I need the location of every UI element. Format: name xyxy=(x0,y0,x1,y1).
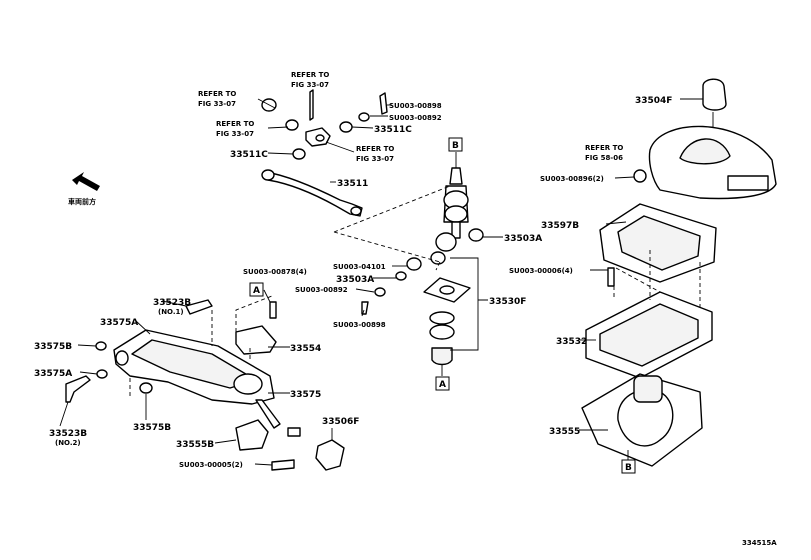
part-label-33575B-a: 33575B xyxy=(34,342,72,352)
ref-note-4-line2: FIG 33-07 xyxy=(356,155,394,163)
shift-lever xyxy=(361,167,484,366)
ref-note-1-line1: REFER TO xyxy=(198,90,236,98)
marker-a-center: A xyxy=(439,380,446,390)
marker-b-bottom: B xyxy=(625,463,632,473)
part-label-su00898-top: SU003-00898 xyxy=(389,102,442,110)
part-label-33554: 33554 xyxy=(290,344,321,354)
part-label-no1: (NO.1) xyxy=(158,308,184,316)
part-label-33511C-a: 33511C xyxy=(374,125,412,135)
shift-lever-boot xyxy=(581,373,703,467)
shift-lever-housing xyxy=(65,299,345,471)
part-label-33575B-b: 33575B xyxy=(133,423,171,433)
ref-note-2-line2: FIG 33-07 xyxy=(291,81,329,89)
part-label-su00005: SU003-00005(2) xyxy=(179,461,243,469)
part-label-33555: 33555 xyxy=(549,427,580,437)
direction-label: 車両前方 xyxy=(68,197,96,206)
ref-note-5-line2: FIG 58-06 xyxy=(585,154,623,162)
ref-note-1-line2: FIG 33-07 xyxy=(198,100,236,108)
marker-b-top: B xyxy=(452,141,459,151)
part-label-33575A-a: 33575A xyxy=(100,318,138,328)
shift-lever-retainer xyxy=(585,250,713,379)
part-label-33597B: 33597B xyxy=(541,221,579,231)
front-direction-arrow-icon xyxy=(72,172,100,191)
part-label-33555B: 33555B xyxy=(176,440,214,450)
shift-knob-and-console xyxy=(599,78,777,287)
part-label-33575: 33575 xyxy=(290,390,321,400)
part-label-33511: 33511 xyxy=(337,179,368,189)
ref-note-3-line2: FIG 33-07 xyxy=(216,130,254,138)
part-label-33503A-a: 33503A xyxy=(504,234,542,244)
part-label-su00878: SU003-00878(4) xyxy=(243,268,307,276)
part-label-33530F: 33530F xyxy=(489,297,526,307)
part-label-su00898-mid: SU003-00898 xyxy=(333,321,386,329)
figure-id: 334515A xyxy=(742,539,777,547)
part-label-33504F: 33504F xyxy=(635,96,672,106)
part-label-33523B-2: 33523B xyxy=(49,429,87,439)
part-label-su00892-top: SU003-00892 xyxy=(389,114,442,122)
part-label-su04101: SU003-04101 xyxy=(333,263,386,271)
ref-note-4-line1: REFER TO xyxy=(356,145,394,153)
part-label-33503A-b: 33503A xyxy=(336,275,374,285)
shift-link-assembly xyxy=(261,89,388,217)
part-label-33575A-b: 33575A xyxy=(34,369,72,379)
marker-a-left: A xyxy=(253,286,260,296)
part-label-su00006: SU003-00006(4) xyxy=(509,267,573,275)
part-label-su00896: SU003-00896(2) xyxy=(540,175,604,183)
part-label-33511C-b: 33511C xyxy=(230,150,268,160)
ref-note-2-line1: REFER TO xyxy=(291,71,329,79)
part-label-33506F: 33506F xyxy=(322,417,359,427)
part-label-no2: (NO.2) xyxy=(55,439,81,447)
ref-note-5-line1: REFER TO xyxy=(585,144,623,152)
part-label-su00892-mid: SU003-00892 xyxy=(295,286,348,294)
ref-note-3-line1: REFER TO xyxy=(216,120,254,128)
part-label-33532: 33532 xyxy=(556,337,587,347)
part-label-33523B-1: 33523B xyxy=(153,298,191,308)
